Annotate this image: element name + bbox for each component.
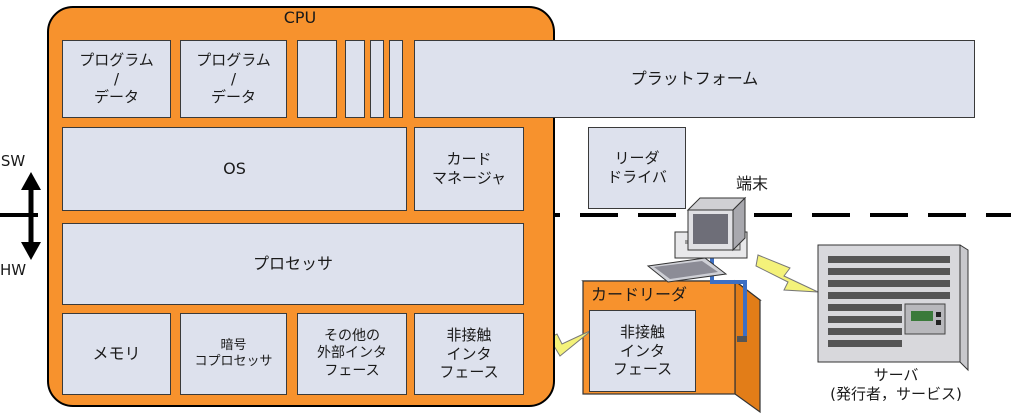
program-data-box-2: プログラム / データ	[180, 40, 287, 118]
sw-hw-arrow	[21, 172, 41, 260]
server-icon	[817, 244, 969, 372]
slot-box-4	[389, 40, 403, 118]
processor-box: プロセッサ	[62, 223, 524, 305]
slot-box-3	[370, 40, 384, 118]
card-manager-box: カード マネージャ	[414, 127, 524, 211]
slot-box-1	[297, 40, 337, 118]
os-box: OS	[62, 127, 407, 211]
memory-box: メモリ	[62, 313, 171, 395]
terminal-label: 端末	[735, 174, 768, 193]
sw-label: SW	[0, 152, 26, 170]
cpu-title: CPU	[283, 8, 317, 27]
other-interface-box: その他の 外部インタ フェース	[297, 313, 407, 395]
cpu-contactless-interface-box: 非接触 インタ フェース	[414, 313, 524, 395]
card-reader-title: カードリーダ	[591, 285, 688, 304]
terminal-computer-icon	[646, 196, 748, 283]
server-label: サーバ (発行者，サービス)	[830, 366, 962, 403]
program-data-box-1: プログラム / データ	[62, 40, 171, 118]
reader-contactless-interface-box: 非接触 インタ フェース	[589, 310, 696, 392]
lightning-icon-server	[755, 254, 819, 293]
crypto-coprocessor-box: 暗号 コプロセッサ	[180, 313, 287, 395]
hw-label: HW	[0, 261, 27, 279]
reader-driver-box: リーダ ドライバ	[588, 127, 686, 209]
platform-box: プラットフォーム	[414, 40, 975, 118]
slot-box-2	[345, 40, 365, 118]
